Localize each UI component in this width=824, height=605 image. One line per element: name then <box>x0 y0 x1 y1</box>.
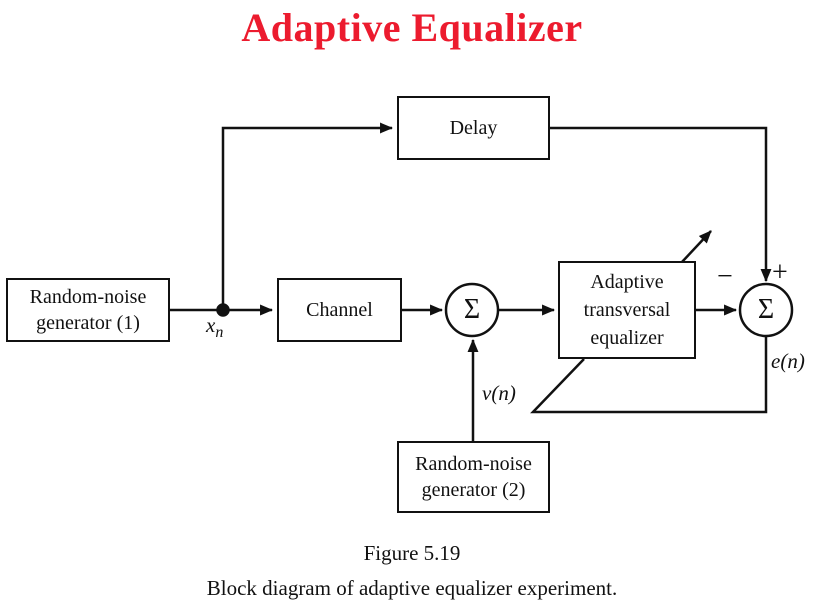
wire-junction-to-delay <box>221 122 394 310</box>
block-label-line: Random-noise <box>29 286 147 308</box>
figure-caption: Block diagram of adaptive equalizer expe… <box>206 576 618 600</box>
block-label-line: Delay <box>449 117 498 139</box>
block-delay: Delay <box>397 96 550 160</box>
summing-circle-2 <box>738 282 794 338</box>
summing-node-2-symbol: Σ <box>757 294 775 325</box>
junction-dot <box>216 303 230 317</box>
block-adaptive-transversal-equalizer: Adaptive transversal equalizer <box>558 261 696 359</box>
page-title: Adaptive Equalizer <box>241 5 583 50</box>
wire-error-feedback <box>530 336 768 414</box>
block-random-noise-generator-2: Random-noise generator (2) <box>397 441 550 513</box>
block-label-line: Adaptive <box>590 271 664 293</box>
adaptation-arrow <box>681 230 712 263</box>
signal-label-noise: ν(n) <box>482 381 516 405</box>
block-random-noise-generator-1: Random-noise generator (1) <box>6 278 170 342</box>
block-label-line: Random-noise <box>415 453 532 475</box>
wire-delay-to-sum2 <box>550 126 772 283</box>
summing-node-1-symbol: Σ <box>463 294 481 325</box>
plus-sign: + <box>772 257 788 288</box>
block-label-line: Channel <box>306 299 373 321</box>
summing-circle-1 <box>444 282 500 338</box>
block-label-line: generator (1) <box>36 312 140 334</box>
signal-label-error: e(n) <box>771 349 805 373</box>
block-channel: Channel <box>277 278 402 342</box>
signal-label-xn: xn <box>206 315 223 341</box>
block-label-line: equalizer <box>590 327 664 349</box>
block-label-line: generator (2) <box>421 479 526 501</box>
block-label-line: transversal <box>583 299 671 321</box>
minus-sign: − <box>717 261 733 292</box>
figure-number: Figure 5.19 <box>363 541 461 565</box>
xn-base: x <box>206 313 216 337</box>
xn-subscript: n <box>215 324 224 342</box>
